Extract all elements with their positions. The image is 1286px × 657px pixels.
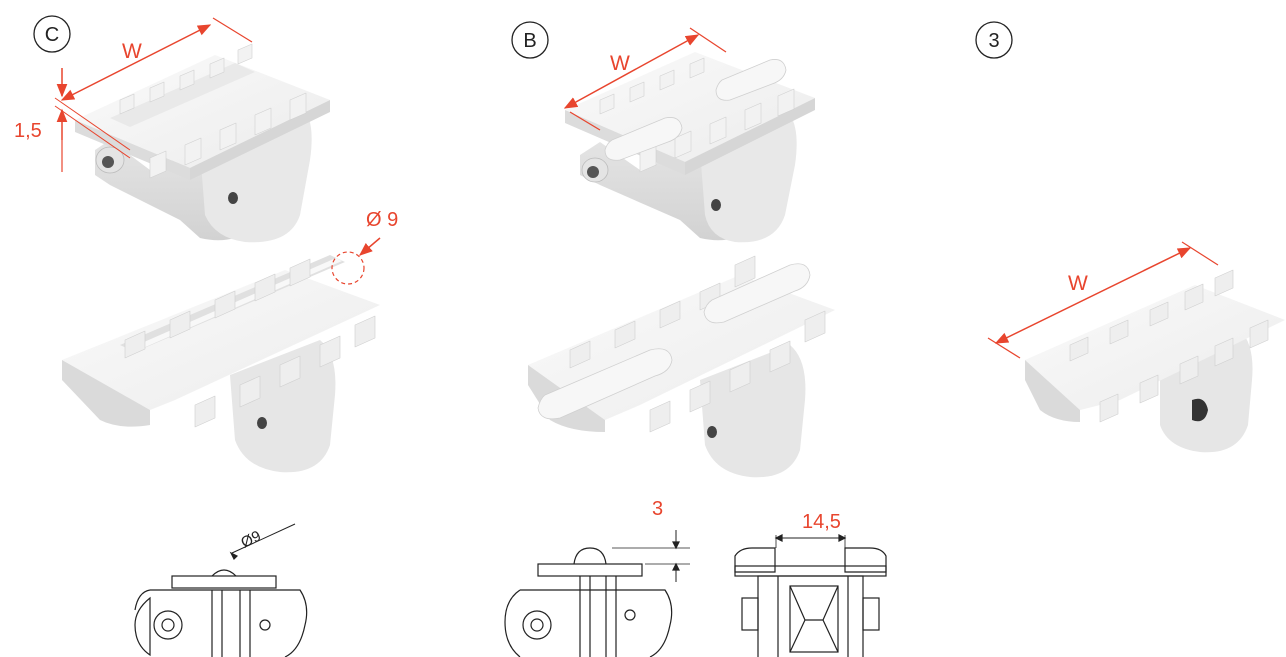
- variant-c-top-render: [75, 43, 330, 243]
- variant-c-diameter-dimension: Ø 9: [331, 209, 398, 285]
- variant-c-label: C: [33, 15, 71, 53]
- variant-b-bottom-render: [528, 255, 835, 478]
- svg-text:Ø 9: Ø 9: [366, 209, 398, 231]
- variant-b-technical-drawing-front: [734, 534, 887, 657]
- svg-text:W: W: [122, 40, 142, 63]
- variant-b-technical-drawing-side: [504, 530, 690, 657]
- svg-text:B: B: [523, 30, 536, 52]
- variant-b-label: B: [511, 21, 549, 59]
- variant-c-bottom-render: [62, 255, 380, 473]
- variant-b-width-dimension: W: [563, 27, 727, 131]
- variant-3-width-dimension: W: [987, 241, 1219, 359]
- variant-c-height-dimension: 1,5: [14, 68, 131, 172]
- variant-3-label: 3: [975, 21, 1013, 59]
- variant-3-render: [1025, 269, 1285, 453]
- variant-b-pitch-dimension: 14,5: [802, 511, 841, 533]
- variant-b-height-dimension: 3: [652, 498, 663, 520]
- svg-text:C: C: [45, 24, 59, 46]
- svg-text:W: W: [610, 52, 630, 75]
- variant-c-technical-drawing: [134, 523, 308, 657]
- svg-text:W: W: [1068, 272, 1088, 295]
- variant-b-top-render: [565, 52, 815, 243]
- variant-c-width-dimension: W: [60, 17, 253, 101]
- svg-text:1,5: 1,5: [14, 120, 42, 142]
- svg-text:3: 3: [988, 30, 999, 52]
